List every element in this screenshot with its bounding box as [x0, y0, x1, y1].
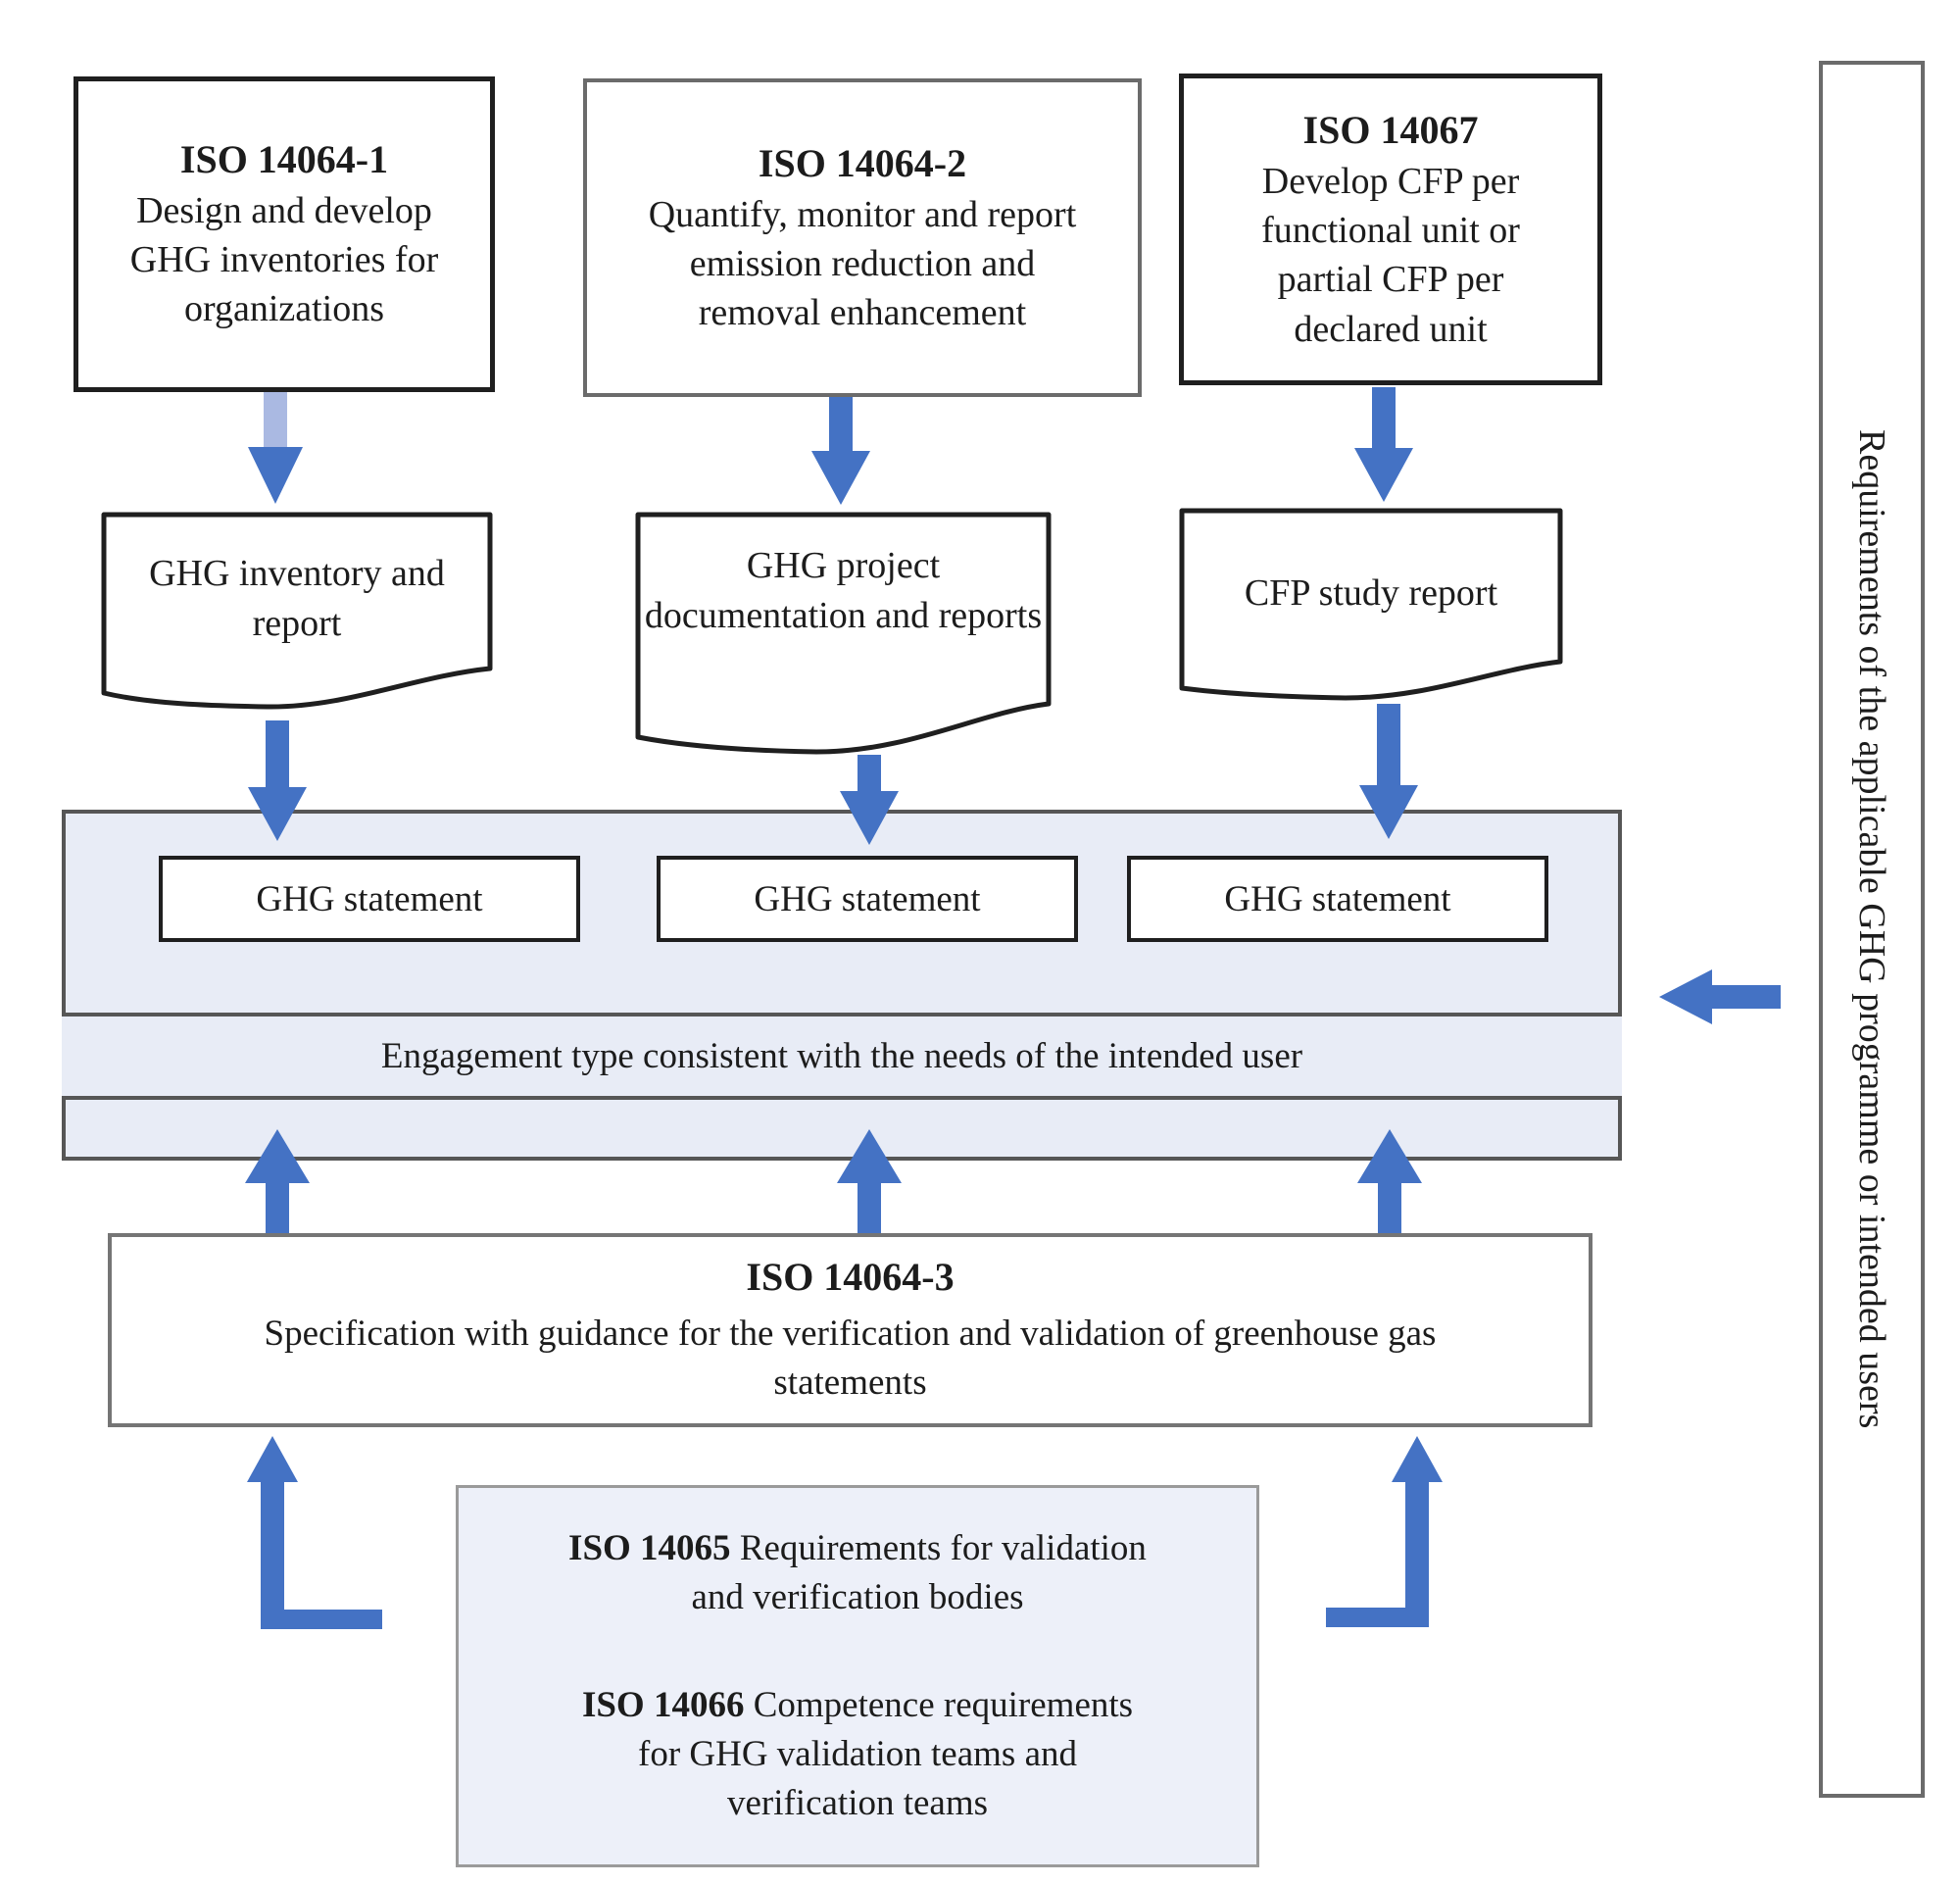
verification-description: Specification with guidance for the veri… — [264, 1313, 1437, 1403]
down-arrow-shaft-box1-to-doc1 — [264, 392, 287, 451]
elbow-arrow-left-head — [247, 1436, 298, 1482]
bodies-item-iso-14066: ISO 14066 Competence requirements for GH… — [459, 1681, 1256, 1828]
document-shape-ghg-inventory: GHG inventory and report — [101, 512, 493, 714]
document-outline-icon — [101, 512, 493, 710]
left-arrow-sidebar-to-panel — [1659, 969, 1781, 1024]
bodies-box-iso-14065-14066: ISO 14065 Requirements for validation an… — [456, 1485, 1259, 1867]
ghg-statement-box-3: GHG statement — [1127, 856, 1548, 942]
document-label: GHG project documentation and reports — [644, 545, 1043, 637]
elbow-arrow-right-head — [1392, 1436, 1443, 1482]
bodies-item-text: Requirements for validation and verifica… — [691, 1528, 1147, 1618]
verification-box-iso-14064-3: ISO 14064-3 Specification with guidance … — [108, 1233, 1592, 1427]
bodies-item-iso-14065: ISO 14065 Requirements for validation an… — [459, 1524, 1256, 1622]
elbow-arrow-left-vertical — [261, 1480, 284, 1627]
ghg-statement-label: GHG statement — [256, 878, 483, 919]
down-arrow-head-box1-to-doc1 — [248, 447, 303, 504]
standard-description: Develop CFP per functional unit or parti… — [1261, 161, 1520, 350]
standard-box-iso-14064-1: ISO 14064-1 Design and develop GHG inven… — [74, 76, 495, 392]
elbow-arrow-right-horizontal — [1326, 1608, 1428, 1627]
standard-description: Design and develop GHG inventories for o… — [129, 190, 439, 330]
document-shape-ghg-project-docs: GHG project documentation and reports — [635, 512, 1052, 759]
bodies-item-text: Competence requirements for GHG validati… — [638, 1685, 1134, 1823]
document-label: CFP study report — [1244, 572, 1498, 614]
document-outline-icon — [1179, 508, 1563, 701]
ghg-statement-box-1: GHG statement — [159, 856, 580, 942]
engagement-type-label: Engagement type consistent with the need… — [380, 1036, 1303, 1076]
bodies-item-code: ISO 14066 — [581, 1685, 745, 1726]
document-label: GHG inventory and report — [149, 553, 445, 645]
document-outline-icon — [635, 512, 1052, 755]
standard-description: Quantify, monitor and report emission re… — [648, 193, 1077, 333]
standard-title: ISO 14064-2 — [758, 140, 967, 185]
standard-title: ISO 14064-1 — [179, 137, 389, 182]
verification-title: ISO 14064-3 — [746, 1254, 955, 1299]
ghg-statement-box-2: GHG statement — [657, 856, 1078, 942]
bodies-item-code: ISO 14065 — [568, 1528, 731, 1569]
down-arrow-box2-to-doc2 — [811, 397, 870, 505]
standard-title: ISO 14067 — [1302, 108, 1479, 153]
ghg-statement-label: GHG statement — [754, 878, 981, 919]
ghg-statement-label: GHG statement — [1224, 878, 1451, 919]
down-arrow-box3-to-doc3 — [1354, 387, 1413, 502]
document-shape-cfp-study-report: CFP study report — [1179, 508, 1563, 704]
engagement-type-band: Engagement type consistent with the need… — [62, 1013, 1622, 1100]
standard-box-iso-14067: ISO 14067 Develop CFP per functional uni… — [1179, 74, 1602, 385]
requirements-side-bar-label: Requirements of the applicable GHG progr… — [1851, 429, 1892, 1429]
elbow-arrow-right-vertical — [1405, 1482, 1429, 1627]
requirements-side-bar: Requirements of the applicable GHG progr… — [1819, 61, 1925, 1798]
standard-box-iso-14064-2: ISO 14064-2 Quantify, monitor and report… — [583, 78, 1142, 397]
elbow-arrow-left-horizontal — [261, 1610, 382, 1629]
